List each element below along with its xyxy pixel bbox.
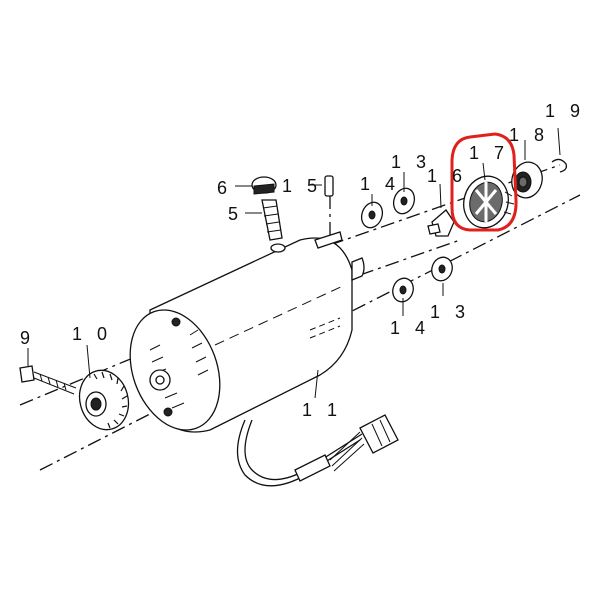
callout-14-lower: 1 4 bbox=[390, 318, 430, 338]
gear-17[interactable] bbox=[458, 171, 515, 233]
screw-9[interactable] bbox=[19, 365, 77, 395]
callout-5: 5 bbox=[228, 204, 243, 224]
callout-15: 1 5 bbox=[282, 176, 322, 196]
washer-13-upper[interactable] bbox=[390, 185, 418, 216]
leader-lines bbox=[27, 127, 561, 399]
callout-17: 1 7 bbox=[469, 143, 509, 163]
callout-14-upper: 1 4 bbox=[360, 174, 400, 194]
washer-14-lower[interactable] bbox=[389, 275, 416, 304]
motor-connector bbox=[359, 414, 399, 454]
washer-13-lower[interactable] bbox=[428, 254, 455, 283]
clip-19[interactable] bbox=[551, 158, 568, 173]
cap-6[interactable] bbox=[251, 176, 277, 195]
bearing-18[interactable] bbox=[508, 159, 546, 202]
callout-11: 1 1 bbox=[302, 400, 342, 420]
callout-13-upper: 1 3 bbox=[391, 152, 431, 172]
callout-10: 1 0 bbox=[72, 324, 112, 344]
callout-6: 6 bbox=[217, 178, 232, 198]
callout-19: 1 9 bbox=[545, 101, 585, 121]
screw-5[interactable] bbox=[261, 199, 283, 241]
motor-cable bbox=[236, 419, 365, 487]
pin-15[interactable] bbox=[324, 175, 334, 197]
motor-body[interactable] bbox=[114, 231, 365, 443]
motor-end-cap-vents bbox=[149, 317, 209, 417]
callout-13-lower: 1 3 bbox=[430, 302, 470, 322]
callout-9: 9 bbox=[20, 328, 35, 348]
encoder-disc-10[interactable] bbox=[73, 365, 135, 435]
screw-hole bbox=[270, 243, 286, 253]
highlight-marker bbox=[450, 132, 518, 232]
coupling-16[interactable] bbox=[427, 209, 455, 237]
callout-16: 1 6 bbox=[427, 166, 467, 186]
washer-14-upper[interactable] bbox=[358, 199, 386, 230]
callout-18: 1 8 bbox=[509, 125, 549, 145]
